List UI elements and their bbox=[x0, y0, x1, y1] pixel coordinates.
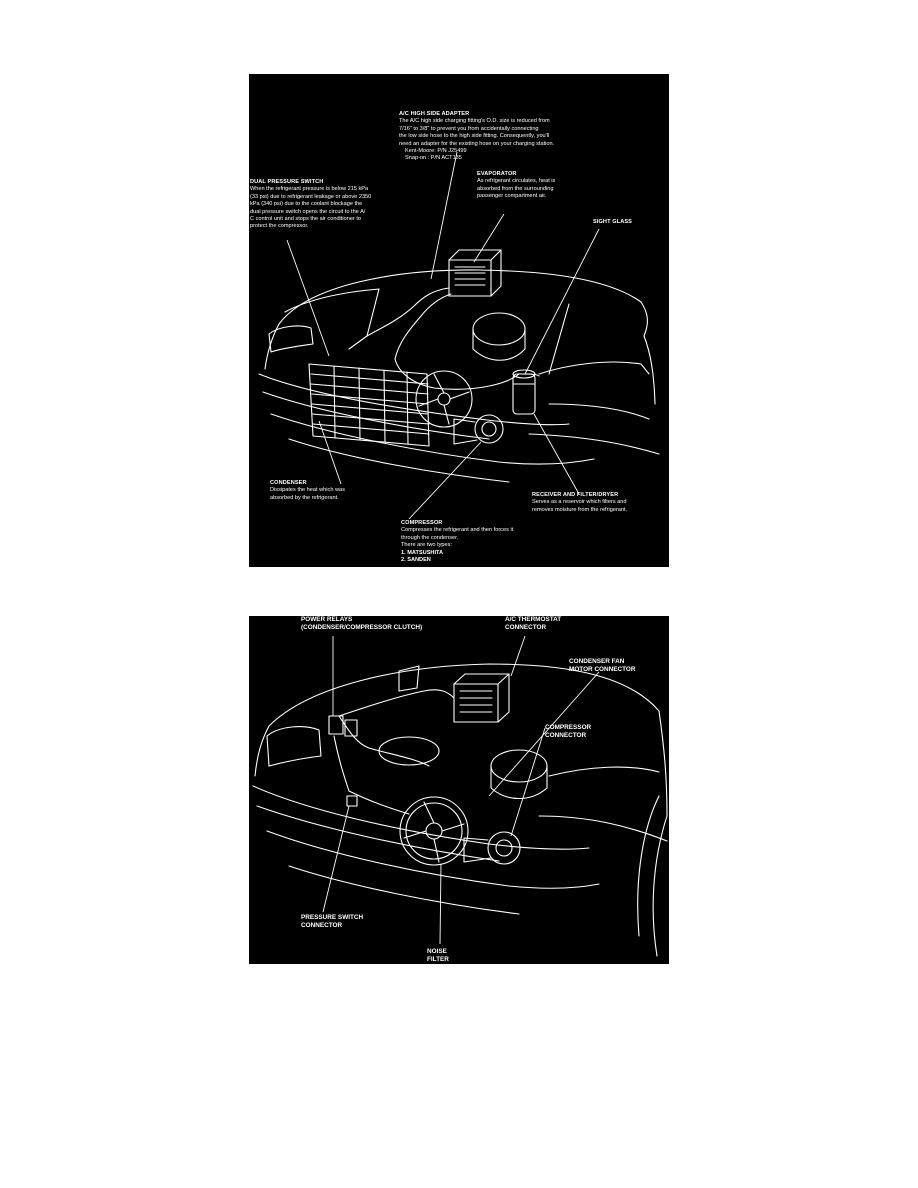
receiver-dryer-line: Serves as a reservoir which filters and bbox=[532, 499, 627, 506]
sight-glass-label: SIGHT GLASS bbox=[593, 219, 663, 226]
power-relays-line: (CONDENSER/COMPRESSOR CLUTCH) bbox=[301, 623, 423, 631]
dual-pressure-switch-line: C control unit and stops the air conditi… bbox=[250, 216, 362, 223]
evaporator-line: absorbed from the surrounding bbox=[477, 185, 554, 192]
dual-pressure-switch-line: dual pressure switch opens the circuit t… bbox=[250, 208, 366, 215]
sight-glass-title: SIGHT GLASS bbox=[593, 219, 633, 225]
pressure-switch-line: CONNECTOR bbox=[301, 921, 343, 929]
ac-high-side-adapter-line: need an adapter for the existing hose on… bbox=[399, 140, 555, 147]
ac-high-side-adapter-line: 7/16" to 3/8" to prevent you from accide… bbox=[399, 125, 539, 132]
evaporator-line: passenger compartment air. bbox=[477, 193, 547, 200]
evaporator-label: EVAPORATOR As refrigerant circulates, he… bbox=[477, 171, 612, 201]
ac-high-side-adapter-label: A/C HIGH SIDE ADAPTER The A/C high side … bbox=[399, 111, 599, 163]
compressor-label: COMPRESSOR Compresses the refrigerant an… bbox=[401, 520, 561, 564]
ac-high-side-adapter-line: the low side hose to the high side fitti… bbox=[399, 133, 550, 140]
car-ac-system-drawing bbox=[249, 74, 669, 567]
compressor-title: COMPRESSOR bbox=[401, 520, 443, 526]
condenser-fan-line: MOTOR CONNECTOR bbox=[569, 665, 636, 673]
evaporator-title: EVAPORATOR bbox=[477, 171, 517, 177]
compressor-connector-label: COMPRESSOR CONNECTOR bbox=[545, 724, 591, 739]
power-relays-label: POWER RELAYS (CONDENSER/COMPRESSOR CLUTC… bbox=[301, 616, 422, 631]
noise-filter-label: NOISE FILTER bbox=[427, 948, 449, 963]
condenser-fan-connector-label: CONDENSER FAN MOTOR CONNECTOR bbox=[569, 658, 636, 673]
ac-high-side-adapter-line: Kent-Moore: P/N J25499 bbox=[405, 148, 467, 155]
pressure-switch-connector-label: PRESSURE SWITCH CONNECTOR bbox=[301, 914, 363, 929]
condenser-line: absorbed by the refrigerant. bbox=[270, 494, 339, 501]
evaporator-line: As refrigerant circulates, heat is bbox=[477, 178, 556, 185]
dual-pressure-switch-line: (33 psi) due to refrigerant leakage or a… bbox=[250, 193, 372, 200]
receiver-dryer-title: RECEIVER AND FILTER/DRYER bbox=[532, 492, 619, 498]
compressor-line: 1. MATSUSHITA bbox=[401, 549, 444, 556]
noise-filter-line: NOISE bbox=[427, 948, 447, 955]
ac-system-components-figure: A/C HIGH SIDE ADAPTER The A/C high side … bbox=[249, 74, 669, 567]
condenser-fan-line: CONDENSER FAN bbox=[569, 658, 625, 665]
dual-pressure-switch-line: kPa (340 psi) due to the coolant blockag… bbox=[250, 201, 363, 208]
ac-thermostat-line: A/C THERMOSTAT bbox=[505, 616, 562, 623]
condenser-label: CONDENSER Dissipates the heat which was … bbox=[270, 480, 400, 502]
car-ac-wiring-drawing bbox=[249, 616, 669, 964]
dual-pressure-switch-title: DUAL PRESSURE SWITCH bbox=[250, 179, 324, 185]
compressor-line: 2. SANDEN bbox=[401, 557, 431, 564]
ac-high-side-adapter-title: A/C HIGH SIDE ADAPTER bbox=[399, 111, 470, 117]
dual-pressure-switch-line: When the refrigerant pressure is below 2… bbox=[250, 186, 369, 193]
receiver-dryer-label: RECEIVER AND FILTER/DRYER Serves as a re… bbox=[532, 492, 662, 514]
ac-high-side-adapter-line: Snap-on : P/N ACT135 bbox=[405, 155, 462, 162]
dual-pressure-switch-line: protect the compressor. bbox=[250, 223, 309, 230]
compressor-line: Compresses the refrigerant and then forc… bbox=[401, 527, 514, 534]
condenser-line: Dissipates the heat which was bbox=[270, 487, 345, 494]
ac-wiring-connectors-figure: POWER RELAYS (CONDENSER/COMPRESSOR CLUTC… bbox=[249, 616, 669, 964]
compressor-line: through the condenser. bbox=[401, 534, 459, 541]
power-relays-line: POWER RELAYS bbox=[301, 616, 353, 623]
ac-high-side-adapter-line: The A/C high side charging fitting's O.D… bbox=[399, 118, 550, 125]
ac-thermostat-line: CONNECTOR bbox=[505, 623, 547, 631]
compressor-connector-line: CONNECTOR bbox=[545, 731, 587, 739]
noise-filter-line: FILTER bbox=[427, 955, 449, 963]
receiver-dryer-line: removes moisture from the refrigerant. bbox=[532, 506, 628, 513]
pressure-switch-line: PRESSURE SWITCH bbox=[301, 914, 364, 921]
ac-thermostat-connector-label: A/C THERMOSTAT CONNECTOR bbox=[505, 616, 561, 631]
compressor-line: There are two types: bbox=[401, 542, 452, 549]
compressor-connector-line: COMPRESSOR bbox=[545, 724, 592, 731]
condenser-title: CONDENSER bbox=[270, 480, 307, 486]
dual-pressure-switch-label: DUAL PRESSURE SWITCH When the refrigeran… bbox=[250, 179, 400, 231]
